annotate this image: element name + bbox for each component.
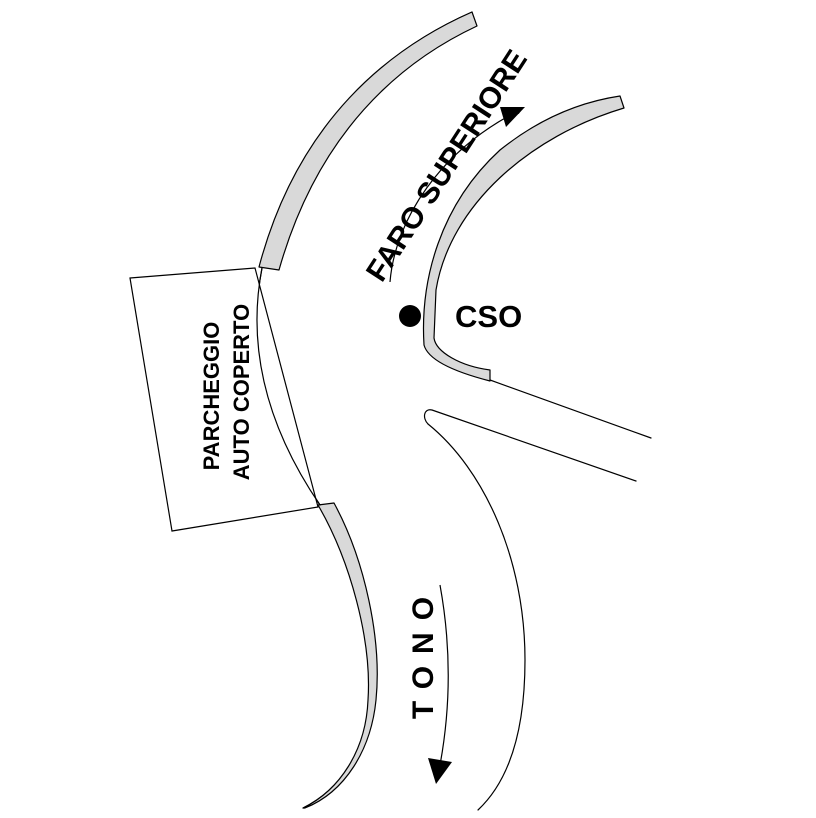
parking-area-outline [129, 267, 319, 532]
location-dot-icon [399, 305, 421, 327]
south-road-east-edge [427, 423, 526, 811]
parking-label-line2: AUTO COPERTO [229, 304, 254, 480]
lower-west-curb [302, 502, 378, 809]
tono-direction-arrow [439, 584, 449, 766]
east-road-south-edge [423, 409, 637, 482]
east-road-north-edge [489, 379, 652, 439]
faro-superiore-arrowhead [500, 107, 525, 127]
cso-label: CSO [455, 299, 522, 334]
faro-superiore-direction-arrow [389, 108, 523, 283]
parking-label-line1: PARCHEGGIO [199, 322, 224, 471]
west-road-edge-overlay [256, 267, 321, 506]
tono-arrowhead [428, 758, 452, 784]
tono-label: TONO [407, 585, 440, 719]
upper-west-curb [258, 11, 478, 271]
east-curb-band [422, 95, 625, 382]
